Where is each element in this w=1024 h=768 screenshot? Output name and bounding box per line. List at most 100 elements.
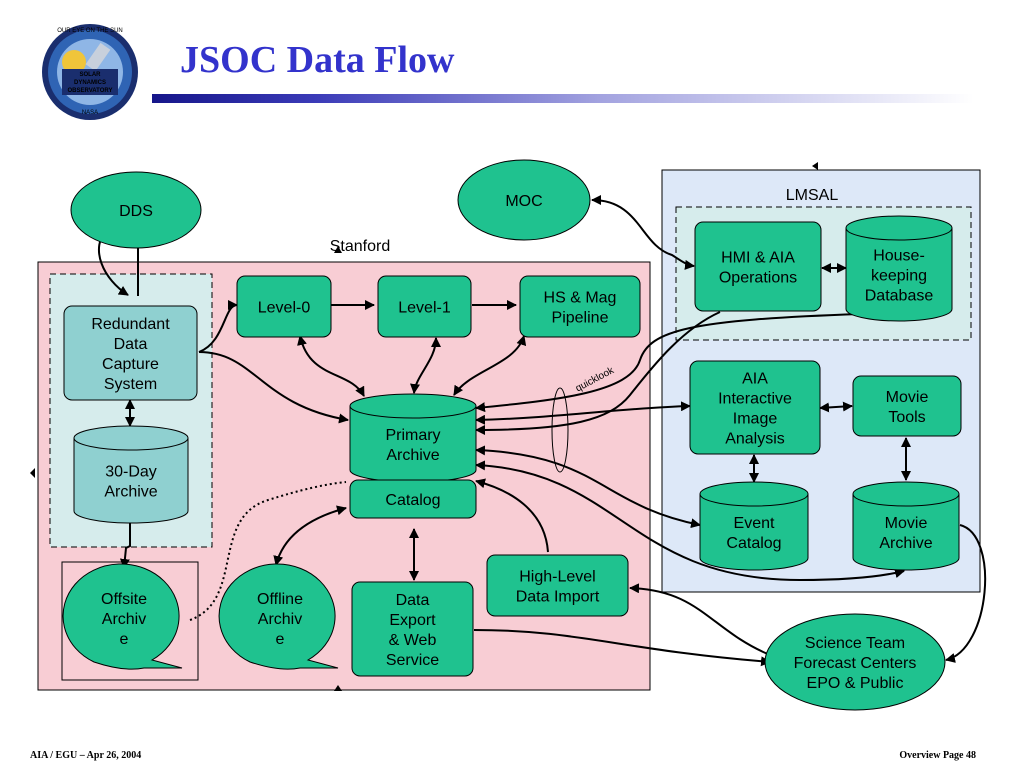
- moc-ops-arrow: [591, 195, 695, 270]
- node-label: DDS: [119, 203, 153, 220]
- node-label: High-Level: [519, 569, 595, 586]
- capture-primary-arrow: [198, 351, 349, 424]
- node-label: Archive: [386, 447, 439, 464]
- level1-primary-arrow: [410, 337, 441, 394]
- handle-triangle: [334, 685, 342, 691]
- handle-triangle: [334, 246, 342, 253]
- offline-catalog-arrow: [273, 505, 347, 566]
- node-label: Level-1: [398, 300, 451, 317]
- offsite-box: [61, 561, 199, 681]
- title-underline: [152, 94, 974, 103]
- node-label: HS & Mag: [544, 290, 617, 307]
- node-label: Archiv: [258, 611, 302, 628]
- logo-line-1: SOLAR: [80, 72, 102, 78]
- node-label: Archive: [879, 535, 932, 552]
- node-label: Catalog: [385, 492, 440, 509]
- node-label: Forecast Centers: [794, 655, 917, 672]
- stanford-label: Stanford: [330, 238, 390, 255]
- node-label: Redundant: [91, 316, 170, 333]
- node-label: Database: [865, 288, 934, 305]
- node-label: Offline: [257, 591, 303, 608]
- 30day-offsite-arrow: [119, 523, 131, 569]
- node-label: Capture: [102, 356, 159, 373]
- node-label: MOC: [505, 193, 542, 210]
- logo-top-text: OUR EYE ON THE SUN: [57, 28, 123, 34]
- node-label: Image: [733, 411, 778, 428]
- logo-bottom-text: NASA: [82, 110, 98, 116]
- handle-triangle: [812, 162, 818, 170]
- node-label: Service: [386, 652, 439, 669]
- capture-level0-arrow: [198, 300, 238, 353]
- node-label: Interactive: [718, 391, 792, 408]
- node-label: Analysis: [725, 431, 785, 448]
- slide-title: JSOC Data Flow: [180, 39, 455, 81]
- node-label: System: [104, 376, 157, 393]
- logo-line-2: DYNAMICS: [74, 80, 106, 86]
- science-import-arrow: [629, 583, 771, 656]
- node-catalog: Catalog: [349, 479, 477, 519]
- analysis-movietools-arrow: [819, 401, 853, 413]
- primary-movie-archive-arrow: [475, 460, 905, 582]
- node-label: HMI & AIA: [721, 250, 795, 267]
- node-label: House-: [873, 248, 925, 265]
- node-label: Data: [396, 592, 430, 609]
- node-label: Export: [389, 612, 436, 629]
- node-label: EPO & Public: [807, 675, 904, 692]
- handle-triangle: [30, 468, 35, 478]
- node-label: Primary: [385, 427, 440, 444]
- export-science-arrow: [473, 629, 771, 667]
- node-label: Event: [734, 515, 775, 532]
- node-dds: DDS: [70, 171, 202, 249]
- footer-left: AIA / EGU – Apr 26, 2004: [30, 750, 142, 761]
- node-label: Data Import: [516, 589, 600, 606]
- primary-ops-arrow: [475, 311, 721, 435]
- node-label: keeping: [871, 268, 927, 285]
- node-label: Offsite: [101, 591, 147, 608]
- primary-analysis-arrow: [475, 401, 691, 425]
- node-label: Catalog: [726, 535, 781, 552]
- node-label: Data: [114, 336, 148, 353]
- sdo-logo: OUR EYE ON THE SUN SOLAR DYNAMICS OBSERV…: [42, 24, 138, 120]
- node-level1: Level-1: [377, 275, 472, 338]
- node-label: Movie: [885, 515, 928, 532]
- logo-line-3: OBSERVATORY: [67, 88, 112, 94]
- offsite-catalog-dotted: [189, 481, 347, 621]
- node-label: & Web: [389, 632, 437, 649]
- node-label: Tools: [888, 409, 925, 426]
- node-label: Science Team: [805, 635, 905, 652]
- node-label: AIA: [742, 371, 768, 388]
- node-hmi-aia-ops: HMI & AIA Operations: [694, 221, 822, 312]
- node-label: Level-0: [258, 300, 311, 317]
- node-moc: MOC: [457, 159, 591, 241]
- level0-primary-arrow: [297, 335, 365, 397]
- node-label: Operations: [719, 270, 797, 287]
- node-label: Movie: [886, 389, 929, 406]
- footer-right: Overview Page 48: [899, 750, 976, 761]
- archive-science-arrow: [945, 524, 987, 663]
- node-level0: Level-0: [236, 275, 332, 338]
- housekeeping-primary-arrow: [475, 313, 861, 413]
- node-label: Pipeline: [552, 310, 609, 327]
- node-label: Archive: [104, 484, 157, 501]
- lmsal-label: LMSAL: [786, 187, 839, 204]
- quicklook-bundle: [551, 387, 569, 473]
- node-label: 30-Day: [105, 464, 157, 481]
- node-label: Archiv: [102, 611, 146, 628]
- node-label: e: [276, 631, 285, 648]
- hsmag-primary-arrow: [453, 335, 527, 396]
